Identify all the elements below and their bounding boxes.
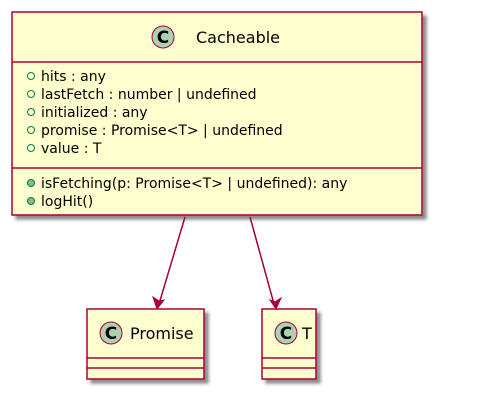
- class-stereotype-icon: [99, 321, 123, 345]
- relation-cacheable-t: [249, 216, 283, 311]
- attribute: value : T: [41, 141, 102, 157]
- class-stereotype-icon: [151, 25, 175, 49]
- public-field-icon: [27, 108, 35, 116]
- class-cacheable[interactable]: C Cacheable hits : any lastFetch : numbe…: [11, 11, 423, 216]
- public-field-icon: [27, 126, 35, 134]
- class-promise[interactable]: C Promise: [86, 308, 205, 380]
- class-stereotype-letter: C: [157, 28, 169, 48]
- arrow-head-icon: [152, 295, 166, 311]
- association-line: [158, 216, 186, 305]
- attribute: hits : any: [41, 69, 106, 85]
- class-stereotype-letter: C: [105, 324, 117, 344]
- attribute: lastFetch : number | undefined: [41, 87, 257, 103]
- class-t[interactable]: C T: [261, 308, 317, 380]
- public-field-icon: [27, 90, 35, 98]
- public-method-icon: [27, 179, 35, 187]
- public-method-icon: [27, 197, 35, 205]
- attribute: initialized : any: [41, 105, 148, 121]
- method: logHit(): [41, 194, 93, 210]
- attributes-section: hits : any lastFetch : number | undefine…: [27, 69, 283, 157]
- association-line: [249, 216, 275, 305]
- attribute: promise : Promise<T> | undefined: [41, 123, 283, 139]
- relation-cacheable-promise: [152, 216, 186, 311]
- class-stereotype-icon: [274, 321, 298, 345]
- class-name: T: [301, 324, 312, 343]
- class-cacheable-box: [11, 11, 423, 216]
- methods-section: isFetching(p: Promise<T> | undefined): a…: [27, 176, 347, 210]
- public-field-icon: [27, 72, 35, 80]
- arrow-head-icon: [268, 296, 283, 311]
- class-name: Cacheable: [196, 28, 280, 47]
- class-stereotype-letter: C: [280, 324, 292, 344]
- method: isFetching(p: Promise<T> | undefined): a…: [41, 176, 347, 192]
- class-name: Promise: [130, 324, 194, 343]
- public-field-icon: [27, 144, 35, 152]
